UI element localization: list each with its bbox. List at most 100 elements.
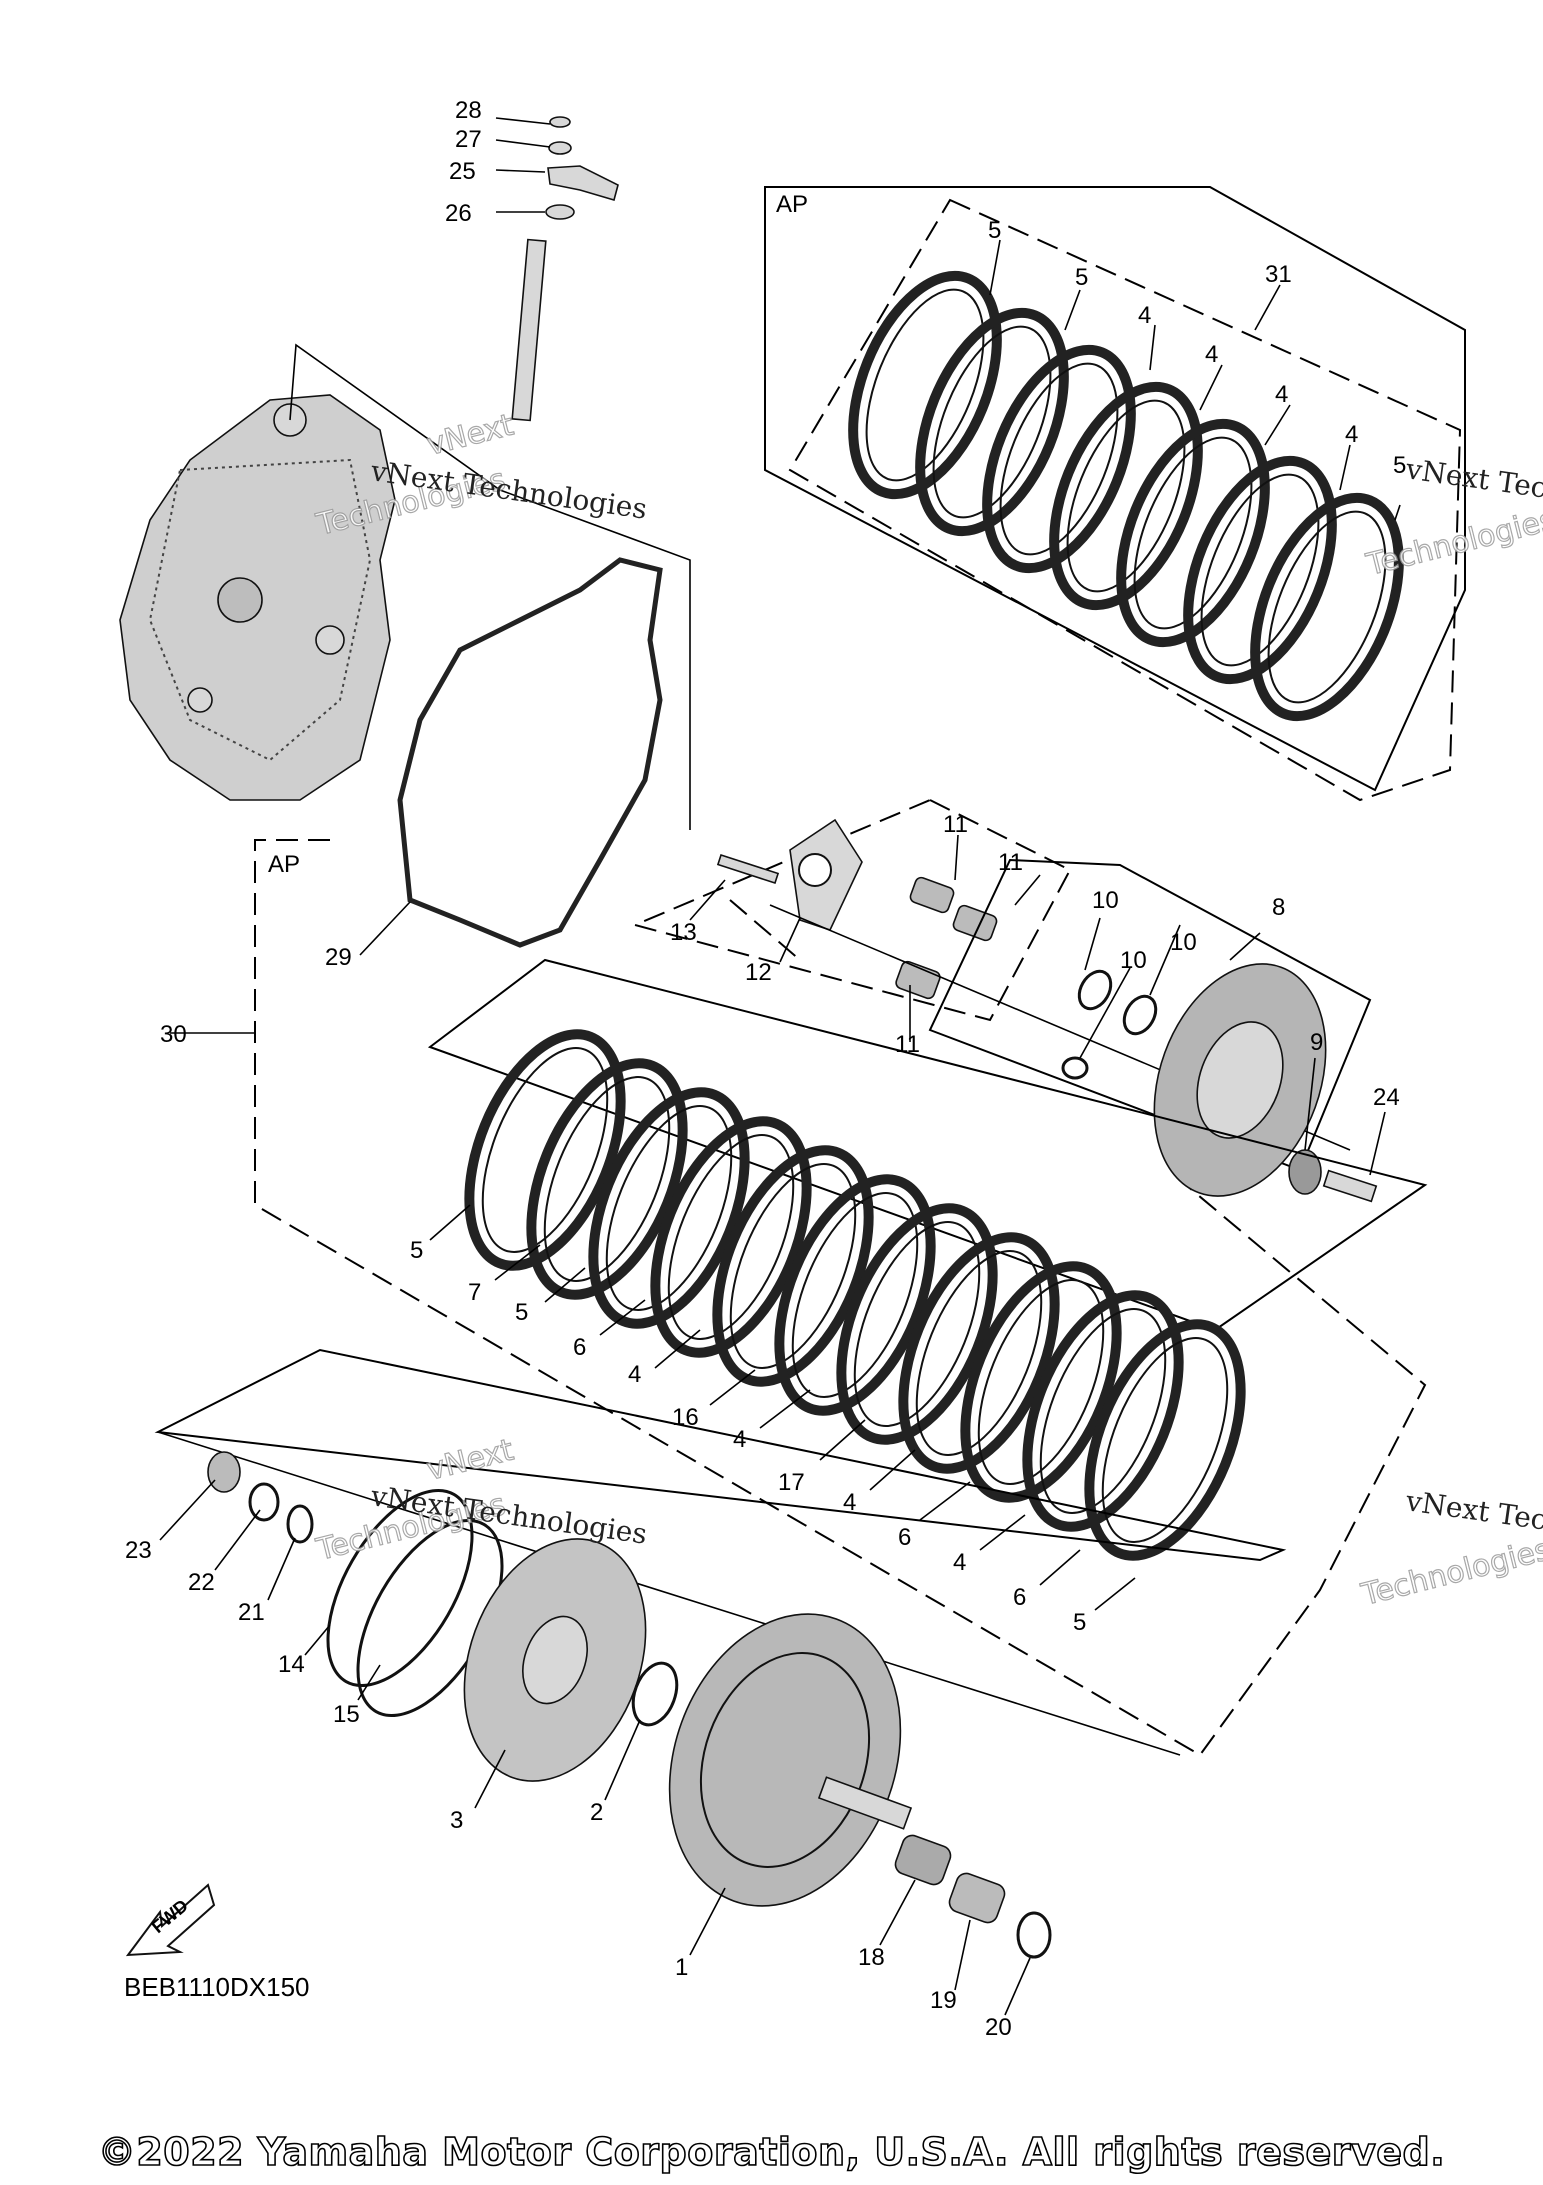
clutch-plate [526,1058,688,1300]
clutch-plate-set-31: AP [764,186,1466,802]
callout-4-top-b: 4 [1205,341,1218,368]
callout-13: 13 [670,919,697,946]
pressure-plate-12 [789,818,863,931]
callout-6-c: 6 [1013,1584,1026,1611]
watermark-vnext-2: vNext [423,1433,517,1488]
copyright-notice: ©2022 Yamaha Motor Corporation, U.S.A. A… [97,2129,1446,2175]
callouts: 28 27 25 26 5 5 31 4 4 4 4 5 29 30 11 11… [125,97,1406,2041]
callout-23: 23 [125,1537,152,1564]
cover-leader [289,343,691,830]
bottom-parts [207,1451,1052,1959]
group-dashed-30 [254,839,1427,1757]
callout-4-low-b: 4 [733,1426,746,1453]
callout-12: 12 [745,959,772,986]
callout-27: 27 [455,126,482,153]
callout-6-a: 6 [573,1334,586,1361]
callout-4-top-a: 4 [1138,302,1151,329]
clutch-plate-inner [543,1076,671,1282]
callout-14: 14 [278,1651,305,1678]
clutch-plate-inner [729,1163,857,1369]
callout-20: 20 [985,2014,1012,2041]
callout-6-b: 6 [898,1524,911,1551]
plates-lower [464,1029,1246,1561]
clutch-plate-inner [932,325,1052,519]
group-outline-31 [764,186,1466,792]
clutch-boss-8 [1153,963,1378,1203]
fwd-arrow-icon: FWD [125,1883,216,1957]
group-dashed-12 [631,798,1072,1022]
clutch-plate-inner [1066,399,1186,593]
callout-26: 26 [445,200,472,227]
clutch-plate-inner [791,1192,919,1398]
callout-25: 25 [449,158,476,185]
clutch-plate [1183,455,1337,685]
callout-5-top-b: 5 [1075,264,1088,291]
clutch-plate [1250,492,1404,722]
callout-24: 24 [1373,1084,1400,1111]
clutch-plate-inner [977,1279,1105,1485]
callout-11-b: 11 [998,849,1023,876]
clutch-plate [1084,1319,1246,1561]
watermark-vnext-1: vNext [423,408,517,463]
callout-31: 31 [1265,261,1292,288]
watermarks: vNext Technologies vNext Technologies vN… [312,407,1543,1614]
clutch-plate-inner [481,1047,609,1253]
callout-8: 8 [1272,894,1285,921]
ap-label-top: AP [776,191,808,218]
clutch-plate-inner [1200,473,1320,667]
group-dashed-31 [788,198,1462,802]
bolt-13 [716,853,780,885]
callout-9: 9 [1310,1029,1323,1056]
callout-5-top-c: 5 [1393,452,1406,479]
callout-4-low-a: 4 [628,1361,641,1388]
clutch-plate [774,1174,936,1416]
callout-30: 30 [160,1021,187,1048]
clutch-plate-inner [865,288,985,482]
clutch-plate [464,1029,626,1271]
clutch-plate [588,1087,750,1329]
clutch-plate [836,1203,998,1445]
clutch-plate-inner [1039,1308,1167,1514]
callout-4-low-c: 4 [843,1489,856,1516]
crankcase-cover [119,394,396,801]
clutch-plate [712,1145,874,1387]
callout-15: 15 [333,1701,360,1728]
clutch-plate-inner [999,362,1119,556]
springs-11 [895,876,998,1000]
callout-5-low-a: 5 [410,1237,423,1264]
callout-10-a: 10 [1092,887,1119,914]
plates-top [848,270,1404,722]
group-outline-8 [928,858,1372,1172]
callout-7: 7 [468,1279,481,1306]
gasket-29 [397,557,663,948]
group-outline-plates [427,958,1428,1332]
callout-11-a: 11 [943,811,968,838]
callout-11-c: 11 [895,1031,920,1058]
callout-2: 2 [590,1799,603,1826]
clutch-plate-inner [915,1250,1043,1456]
callout-4-top-c: 4 [1275,381,1288,408]
callout-18: 18 [858,1944,885,1971]
watermark-tech-4: Technologies [1357,1532,1543,1613]
callout-4-low-d: 4 [953,1549,966,1576]
clutch-plate [898,1232,1060,1474]
callout-3: 3 [450,1807,463,1834]
clutch-plate [1116,418,1270,648]
callout-5-top-a: 5 [988,217,1001,244]
callout-10-b: 10 [1170,929,1197,956]
callout-5-low-c: 5 [1073,1609,1086,1636]
clutch-plate [848,270,1002,500]
callout-5-low-b: 5 [515,1299,528,1326]
callout-21: 21 [238,1599,265,1626]
group-outline-bottom [154,1348,1287,1562]
ap-label-left: AP [268,851,300,878]
clutch-plate-inner [1133,436,1253,630]
clutch-plate [1049,381,1203,611]
clutch-plate [982,344,1136,574]
callout-1: 1 [675,1954,688,1981]
callout-leaders [159,117,1401,2016]
shaft-assembly [511,116,619,422]
clutch-plate-inner [853,1221,981,1427]
callout-19: 19 [930,1987,957,2014]
